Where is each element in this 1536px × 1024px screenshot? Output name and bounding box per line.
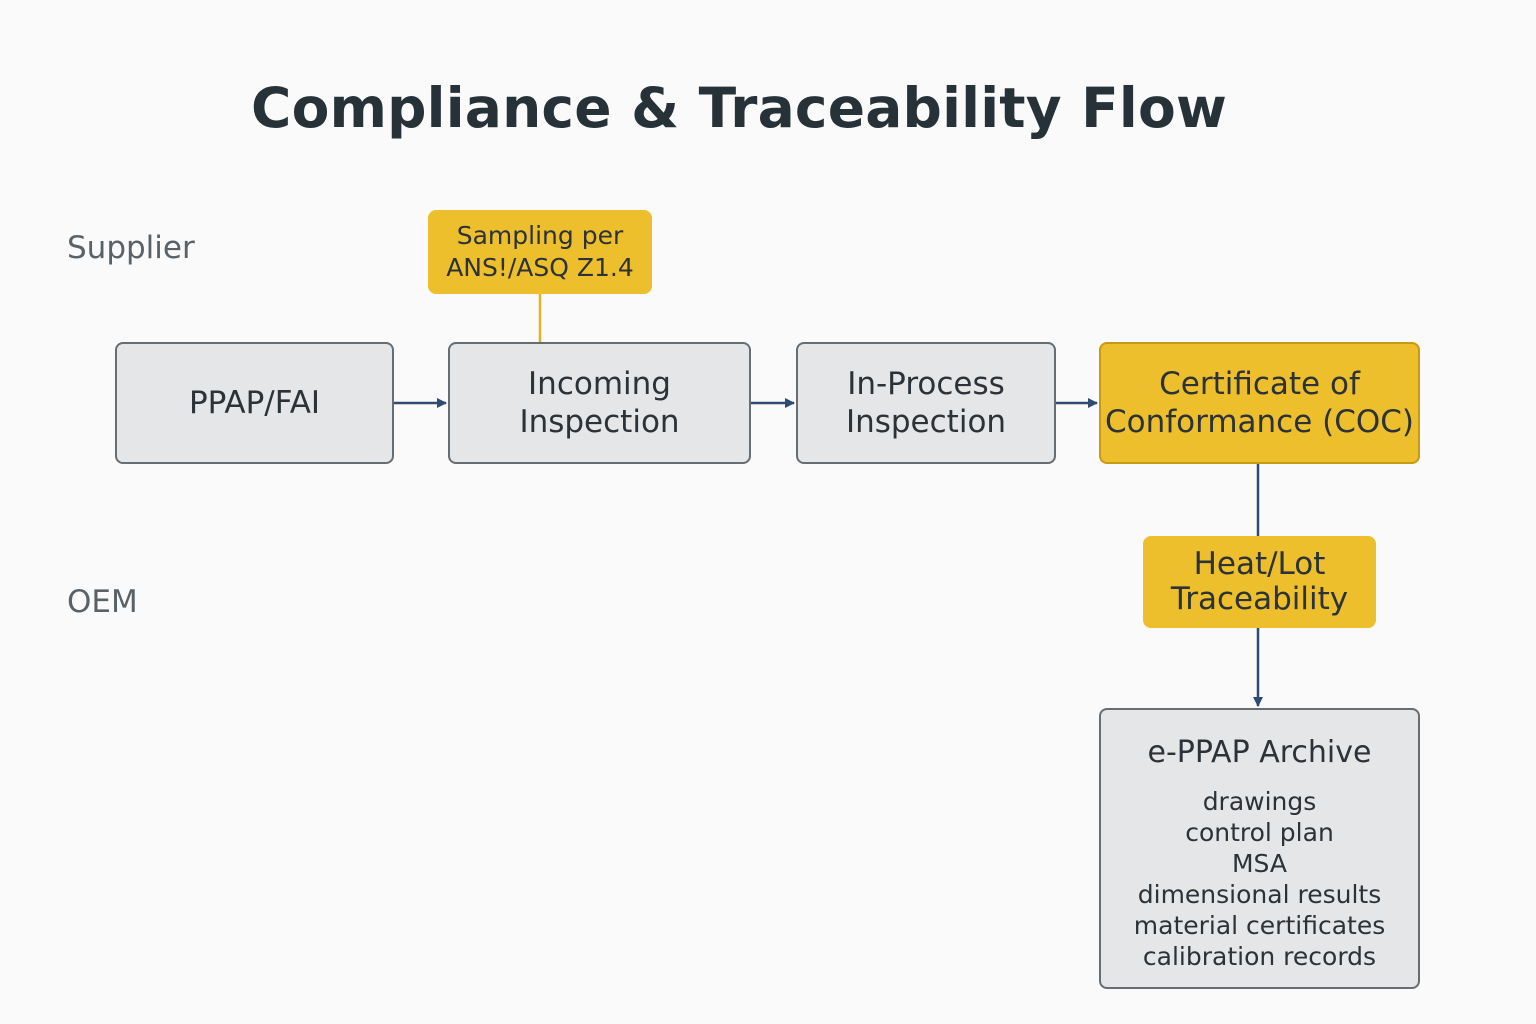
lane-label-oem: OEM bbox=[67, 584, 138, 620]
annotation-sampling-line-1: Sampling per bbox=[456, 221, 624, 250]
step-coc-line-2: Conformance (COC) bbox=[1104, 404, 1415, 440]
archive-item-list: drawings control plan MSA dimensional re… bbox=[1101, 786, 1418, 972]
step-certificate-of-conformance: Certificate of Conformance (COC) bbox=[1099, 342, 1420, 464]
annotation-sampling: Sampling per ANS!/ASQ Z1.4 bbox=[428, 210, 652, 294]
step-ppap-fai: PPAP/FAI bbox=[115, 342, 394, 464]
step-incoming-inspection-line-2: Inspection bbox=[519, 404, 680, 440]
step-in-process-inspection: In-Process Inspection bbox=[796, 342, 1056, 464]
annotation-heat-lot-line-1: Heat/Lot bbox=[1193, 546, 1326, 582]
annotation-sampling-line-2: ANS!/ASQ Z1.4 bbox=[446, 253, 634, 282]
archive-item: drawings bbox=[1202, 787, 1317, 816]
step-in-process-inspection-line-2: Inspection bbox=[845, 404, 1007, 440]
archive-item: material certificates bbox=[1133, 911, 1386, 940]
step-in-process-inspection-line-1: In-Process bbox=[847, 366, 1005, 402]
archive-item: MSA bbox=[1231, 849, 1287, 878]
archive-item: calibration records bbox=[1142, 942, 1377, 971]
step-ppap-fai-label: PPAP/FAI bbox=[188, 385, 321, 421]
archive-title: e-PPAP Archive bbox=[1147, 735, 1372, 770]
step-incoming-inspection-line-1: Incoming bbox=[528, 366, 671, 402]
step-incoming-inspection: Incoming Inspection bbox=[448, 342, 751, 464]
step-coc-line-1: Certificate of bbox=[1159, 366, 1360, 402]
diagram-title: Compliance & Traceability Flow bbox=[251, 76, 1227, 140]
archive-item: control plan bbox=[1185, 818, 1334, 847]
archive-item: dimensional results bbox=[1137, 880, 1382, 909]
annotation-heat-lot-traceability: Heat/Lot Traceability bbox=[1143, 536, 1376, 628]
lane-label-supplier: Supplier bbox=[67, 230, 195, 266]
annotation-heat-lot-line-2: Traceability bbox=[1170, 581, 1349, 617]
e-ppap-archive: e-PPAP Archive drawings control plan MSA… bbox=[1099, 708, 1420, 989]
